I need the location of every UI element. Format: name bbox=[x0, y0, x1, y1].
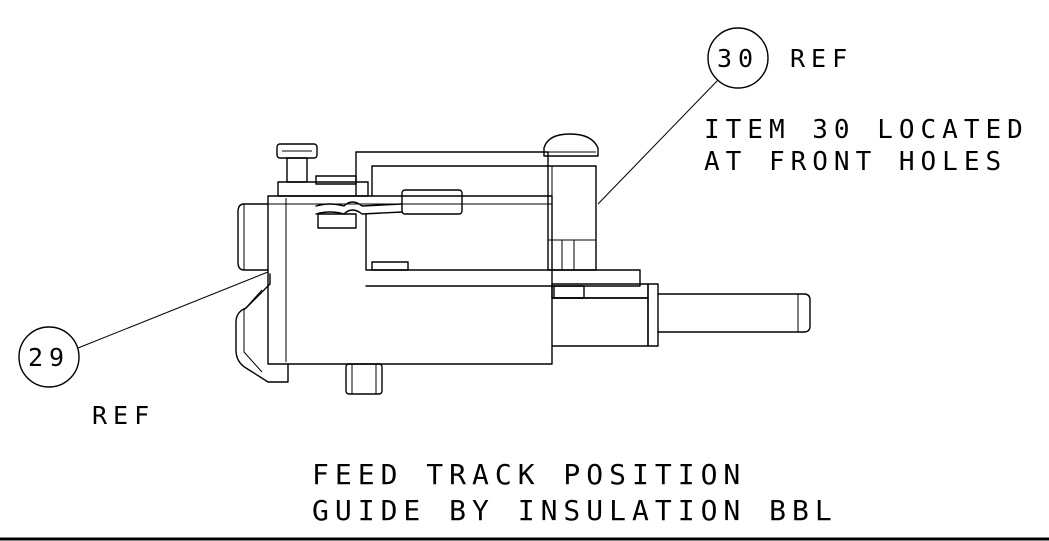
plunger-rod bbox=[657, 293, 811, 333]
plunger-collar bbox=[647, 283, 659, 347]
callout-29-leader bbox=[77, 271, 269, 349]
note-item30-line2: AT FRONT HOLES bbox=[704, 147, 1007, 177]
callout-30-number: 30 bbox=[717, 44, 759, 73]
callout-29-balloon bbox=[18, 326, 80, 388]
terminal-clip bbox=[317, 213, 357, 229]
main-body bbox=[267, 195, 553, 365]
left-knob bbox=[237, 203, 269, 271]
plunger-housing bbox=[551, 297, 649, 347]
rail-nub bbox=[553, 285, 585, 299]
caption-line2: GUIDE BY INSULATION BBL bbox=[312, 494, 838, 527]
bottom-screw bbox=[345, 363, 383, 395]
right-bracket bbox=[547, 165, 597, 271]
callout-30: 30 REF bbox=[597, 27, 853, 205]
callout-29-ref: REF bbox=[92, 401, 155, 430]
caption-line1: FEED TRACK POSITION bbox=[312, 458, 746, 491]
screw-shaft bbox=[286, 157, 308, 183]
top-block bbox=[315, 175, 357, 185]
callout-29-number: 29 bbox=[28, 343, 70, 372]
callout-30-balloon bbox=[707, 27, 769, 89]
hooked-guide bbox=[235, 273, 289, 383]
terminal-tab bbox=[401, 189, 463, 215]
dome-screw bbox=[543, 133, 599, 157]
callout-29: 29 REF bbox=[18, 271, 269, 430]
inner-shelf bbox=[365, 213, 641, 287]
upper-frame bbox=[355, 151, 549, 197]
top-bar bbox=[277, 181, 369, 197]
callout-30-ref: REF bbox=[790, 44, 853, 73]
note-item30-line1: ITEM 30 LOCATED bbox=[704, 115, 1029, 145]
feed-track-assembly bbox=[235, 133, 811, 395]
callout-30-leader bbox=[597, 79, 719, 205]
shelf-tab bbox=[371, 261, 409, 271]
